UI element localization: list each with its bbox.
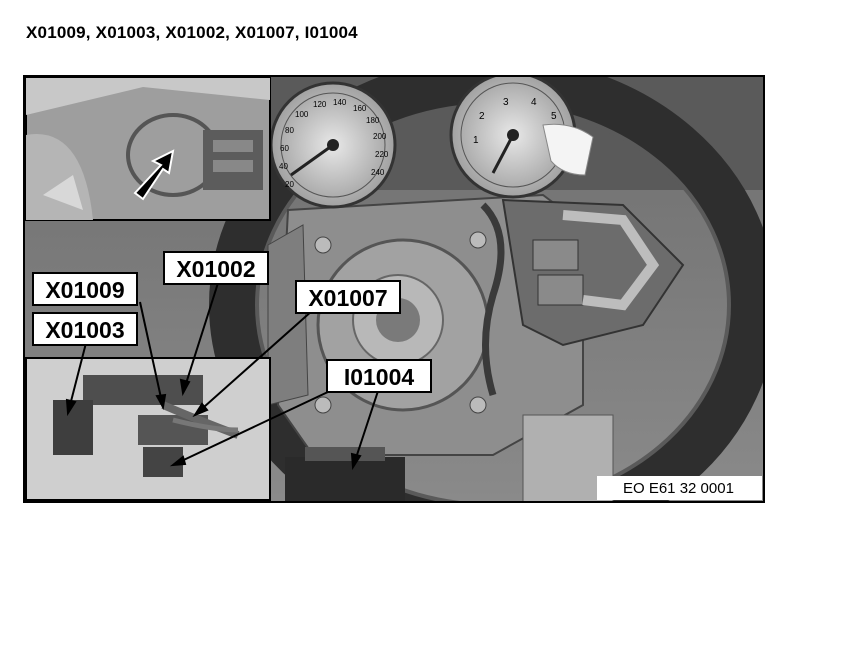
- svg-text:X01003: X01003: [45, 317, 124, 343]
- svg-text:5: 5: [551, 111, 557, 122]
- svg-text:X01002: X01002: [176, 256, 255, 282]
- callout-x01009: X01009: [32, 272, 138, 306]
- svg-text:X01007: X01007: [308, 285, 387, 311]
- svg-text:100: 100: [295, 110, 309, 119]
- svg-text:200: 200: [373, 132, 387, 141]
- svg-text:140: 140: [333, 98, 347, 107]
- svg-text:I01004: I01004: [344, 364, 415, 390]
- figure-reference-code: EO E61 32 0001: [597, 476, 762, 500]
- svg-text:1: 1: [473, 135, 479, 146]
- svg-text:2: 2: [479, 111, 485, 122]
- svg-text:EO E61 32 0001: EO E61 32 0001: [623, 480, 734, 497]
- interior-overview-inset: [25, 77, 271, 221]
- svg-text:40: 40: [279, 162, 288, 171]
- svg-text:120: 120: [313, 100, 327, 109]
- speedometer-gauge: 20 40 60 80 100 120 140 160 180 200 220 …: [269, 81, 397, 209]
- svg-text:20: 20: [285, 180, 294, 189]
- page-title: X01009, X01003, X01002, X01007, I01004: [26, 23, 358, 42]
- tachometer-gauge: 1 2 3 4 5: [449, 75, 594, 199]
- callout-i01004: I01004: [326, 359, 432, 393]
- connector-location-figure: 20 40 60 80 100 120 140 160 180 200 220 …: [23, 75, 765, 503]
- connector-closeup-inset: [25, 357, 271, 501]
- svg-text:X01009: X01009: [45, 277, 124, 303]
- callout-x01003: X01003: [32, 312, 138, 346]
- svg-text:4: 4: [531, 97, 537, 108]
- svg-text:240: 240: [371, 168, 385, 177]
- svg-text:220: 220: [375, 150, 389, 159]
- callout-x01007: X01007: [295, 280, 401, 314]
- svg-text:60: 60: [280, 144, 289, 153]
- svg-text:80: 80: [285, 126, 294, 135]
- callout-leader-lines: [65, 282, 379, 471]
- svg-text:180: 180: [366, 116, 380, 125]
- svg-text:160: 160: [353, 104, 367, 113]
- callout-x01002: X01002: [163, 251, 269, 285]
- pointer-arrow-icon: [133, 149, 175, 201]
- svg-text:3: 3: [503, 97, 509, 108]
